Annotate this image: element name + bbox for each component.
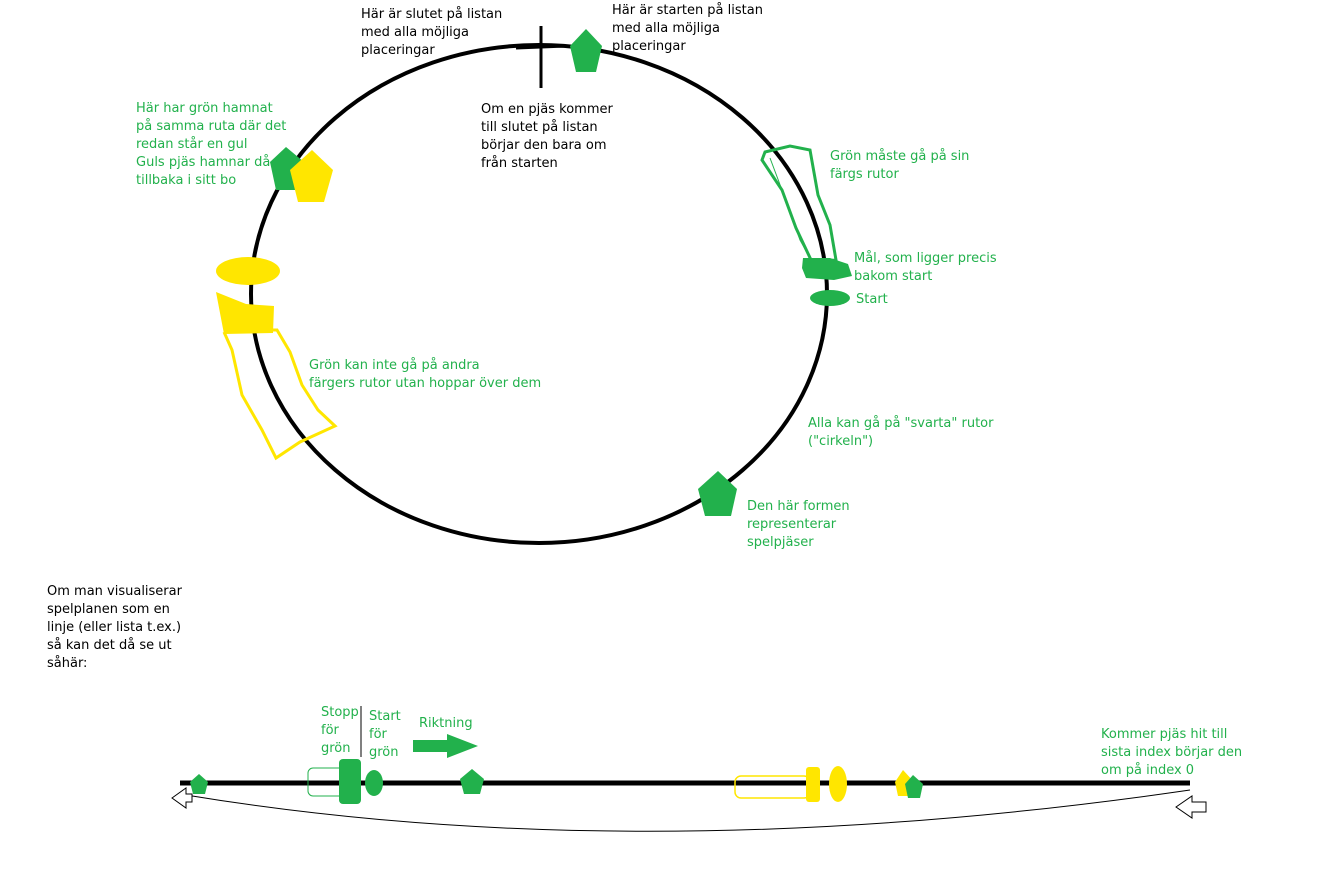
- green-piece-line: [460, 769, 484, 794]
- label-start-green: Start för grön: [369, 709, 405, 760]
- green-start-oval: [365, 770, 383, 796]
- label-end-of-list: Här är slutet på listan med alla möjliga…: [361, 7, 506, 58]
- label-goal: Mål, som ligger precis bakom start: [854, 251, 1001, 284]
- green-start-square: [810, 290, 850, 306]
- green-piece-example: [698, 471, 737, 516]
- list-end-marker-cross: [515, 44, 567, 50]
- label-last-index: Kommer pjäs hit till sista index börjar …: [1101, 727, 1246, 778]
- yellow-start-oval: [829, 766, 847, 802]
- yellow-piece-captured: [290, 150, 333, 202]
- right-arrowhead-icon: [1175, 795, 1207, 819]
- label-start-of-list: Här är starten på listan med alla möjlig…: [612, 3, 767, 54]
- green-piece-index0: [190, 774, 208, 794]
- label-wrap-around: Om en pjäs kommer till slutet på listan …: [481, 102, 617, 171]
- yellow-home-outline: [734, 775, 811, 799]
- label-start: Start: [856, 292, 888, 307]
- label-visualise-line: Om man visualiserar spelplanen som en li…: [47, 584, 186, 671]
- yellow-home-path: [222, 328, 338, 461]
- green-home-path-inner: [769, 157, 811, 259]
- green-stop-square: [339, 759, 361, 804]
- green-goal-square: [802, 258, 852, 280]
- green-piece-line-capture: [905, 775, 923, 798]
- yellow-stop-square: [806, 767, 820, 802]
- direction-arrow-icon: [413, 734, 478, 758]
- wrap-around-curve: [185, 789, 1191, 832]
- yellow-goal-square: [216, 292, 274, 334]
- green-piece-start: [570, 29, 602, 72]
- label-direction: Riktning: [419, 716, 473, 731]
- yellow-start-square: [216, 257, 280, 285]
- label-stop-green: Stopp för grön: [321, 705, 363, 756]
- left-arrowhead-icon: [171, 787, 193, 809]
- label-all-can-walk-black: Alla kan gå på "svarta" rutor ("cirkeln"…: [808, 416, 998, 449]
- label-own-color-path: Grön måste gå på sin färgs rutor: [830, 149, 974, 182]
- label-piece-shape: Den här formen representerar spelpjäser: [747, 499, 854, 550]
- green-home-path: [760, 144, 838, 264]
- label-cannot-walk-others: Grön kan inte gå på andra färgers rutor …: [309, 358, 541, 391]
- label-capture: Här har grön hamnat på samma ruta där de…: [136, 101, 290, 188]
